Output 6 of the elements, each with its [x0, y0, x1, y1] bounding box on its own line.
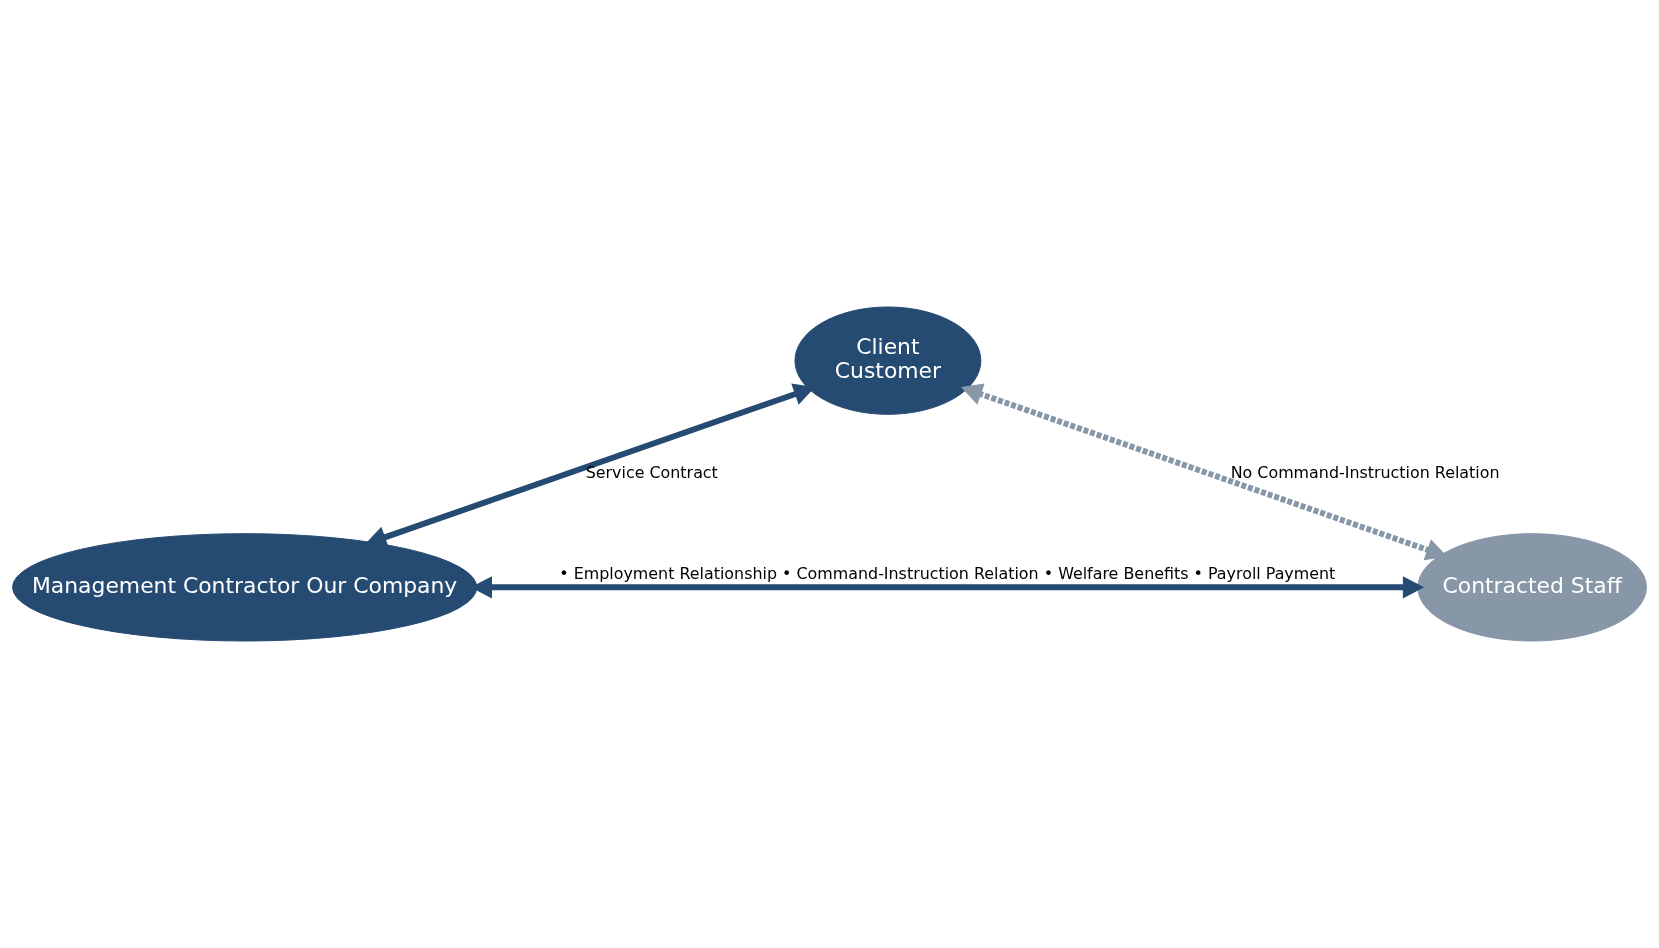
edge-label: No Command-Instruction Relation: [1230, 462, 1500, 482]
node-ellipse: Contracted Staff: [1417, 533, 1647, 642]
edge-label: • Employment Relationship • Command-Instruction Relation • Welfare Benefits • Payroll Payment: [559, 564, 1336, 584]
node-ellipse: Management Contractor Our Company: [12, 533, 478, 642]
edge-label: Service Contract: [585, 462, 718, 482]
node-ellipse: Client Customer: [794, 306, 982, 415]
